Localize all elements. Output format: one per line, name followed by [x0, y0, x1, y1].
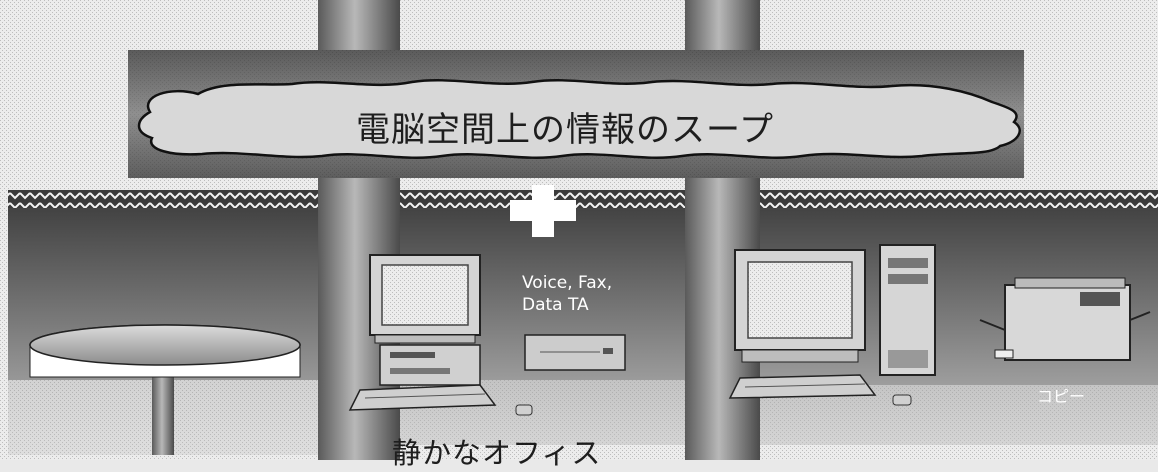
information-soup-cloud: [137, 79, 1021, 159]
information-soup-label: 電脳空間上の情報のスープ: [356, 110, 774, 150]
office-network-diagram: [0, 0, 1158, 460]
keyboard-icon-right: [728, 374, 877, 399]
round-table-icon: [29, 324, 301, 455]
mouse-icon: [515, 404, 533, 416]
plus-icon: [510, 185, 576, 237]
terminal-adapter-icon: [524, 334, 626, 371]
copier-label: コピー: [1037, 387, 1086, 406]
terminal-adapter-label: Voice, Fax, Data TA: [522, 272, 612, 316]
tower-computer-icon: [879, 244, 936, 376]
cable-tray-left-pattern: [8, 190, 318, 208]
copier-icon: [979, 277, 1151, 361]
mouse-icon-right: [892, 394, 912, 406]
terminal-adapter-label-line2: Data TA: [522, 295, 589, 315]
desktop-computer-icon-right: [734, 249, 866, 363]
cable-tray-right-pattern: [760, 190, 1158, 208]
quiet-office-label: 静かなオフィス: [392, 436, 602, 470]
desktop-computer-icon: [369, 254, 481, 386]
terminal-adapter-label-line1: Voice, Fax,: [522, 273, 613, 293]
keyboard-icon: [348, 384, 497, 411]
